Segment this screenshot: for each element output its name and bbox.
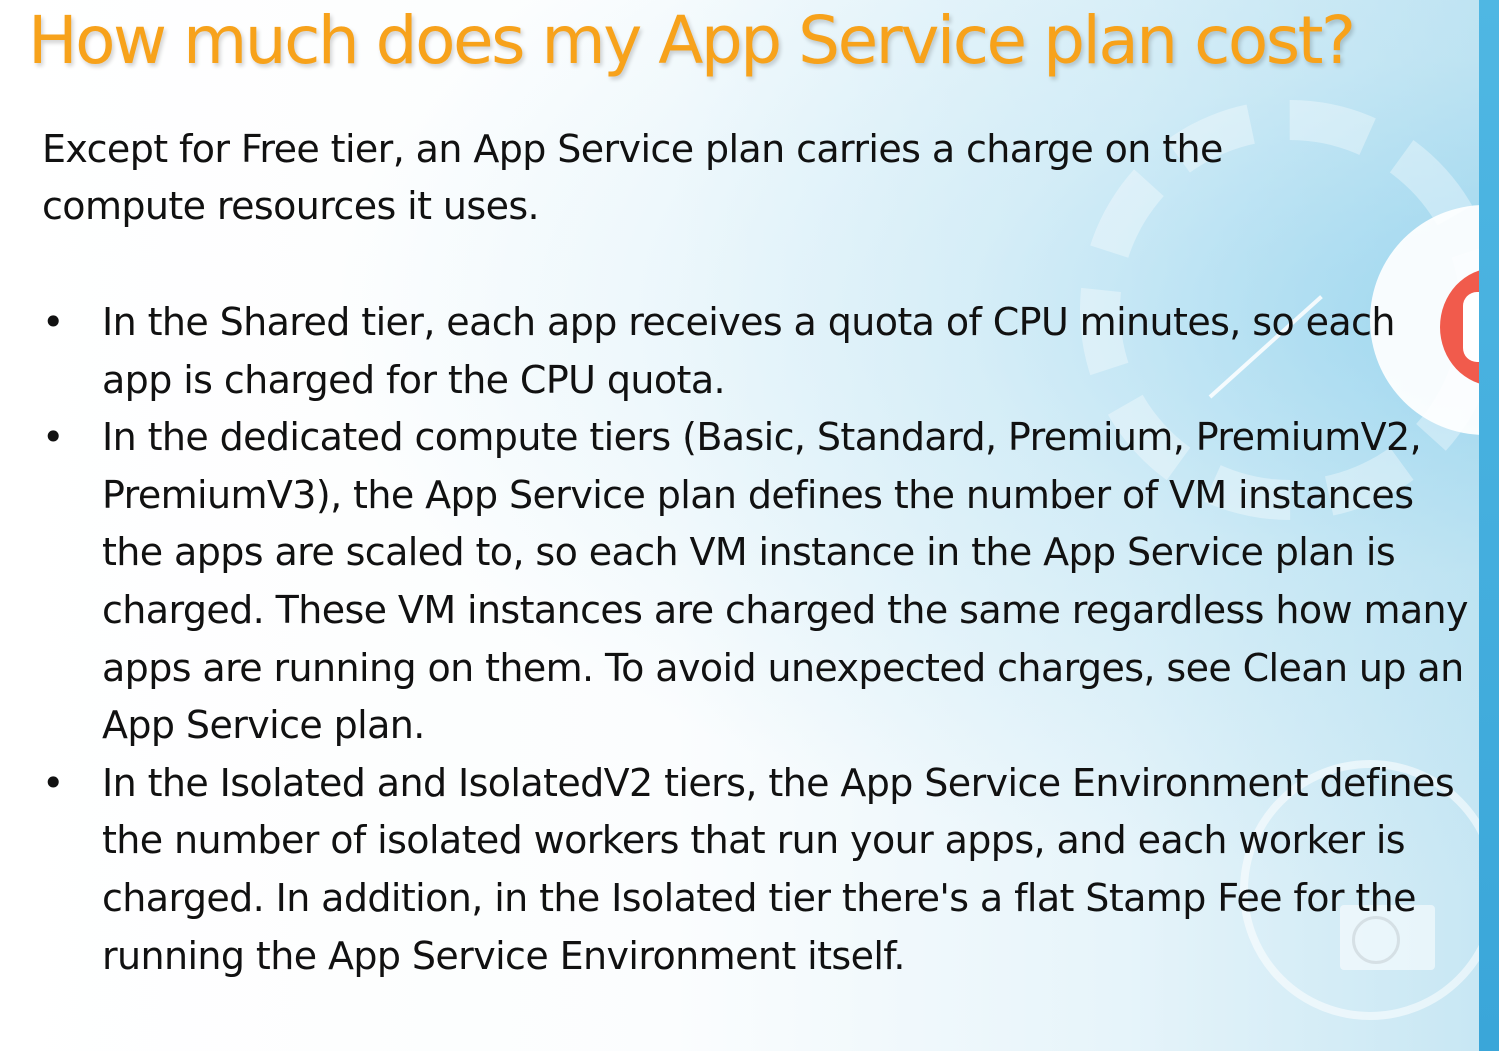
bullet-list: • In the Shared tier, each app receives … [42, 294, 1472, 985]
bullet-icon: • [42, 760, 64, 805]
bullet-icon: • [42, 300, 64, 344]
list-item: • In the Isolated and IsolatedV2 tiers, … [42, 755, 1472, 985]
list-item: • In the dedicated compute tiers (Basic,… [42, 409, 1472, 755]
watermark-ring-icon [1352, 916, 1400, 964]
list-item: • In the Shared tier, each app receives … [42, 294, 1472, 409]
bullet-text: In the Isolated and IsolatedV2 tiers, th… [102, 760, 1455, 978]
slide-title: How much does my App Service plan cost? [28, 2, 1356, 79]
bullet-text: In the Shared tier, each app receives a … [102, 300, 1395, 402]
intro-paragraph: Except for Free tier, an App Service pla… [42, 127, 1223, 228]
bullet-icon: • [42, 415, 64, 460]
bullet-text: In the dedicated compute tiers (Basic, S… [102, 415, 1469, 748]
right-accent-bar [1479, 0, 1499, 1051]
